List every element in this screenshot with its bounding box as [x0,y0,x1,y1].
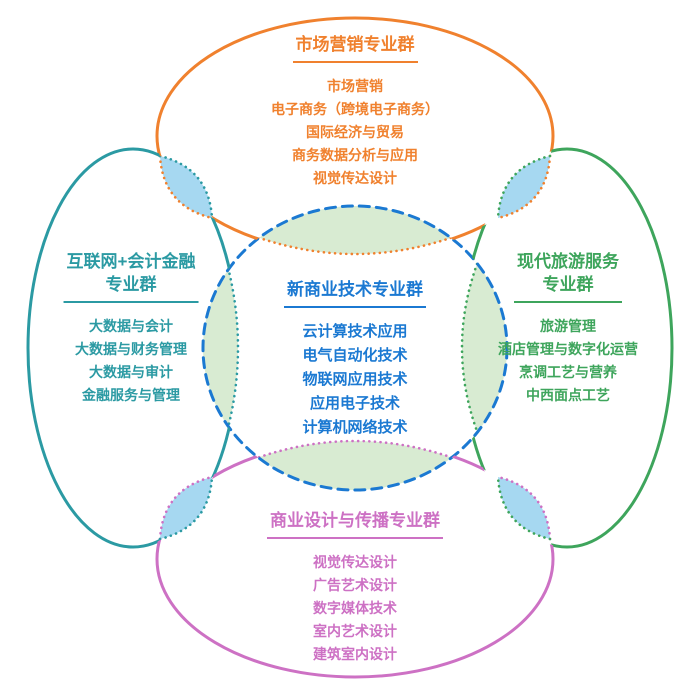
group-item: 计算机网络技术 [302,419,408,436]
design-ellipse [155,439,555,679]
overlap-lens-top-left [158,154,214,220]
lens-fill [160,477,212,539]
group-item: 建筑室内设计 [313,646,397,662]
group-item: 国际经济与贸易 [306,124,404,140]
group-item: 电气自动化技术 [302,347,408,364]
group-marketing-title: 市场营销专业群 [292,33,418,63]
center-white-region [212,218,498,477]
group-business-tech: 新商业技术专业群 云计算技术应用 电气自动化技术 物联网应用技术 应用电子技术 … [284,278,426,440]
lens-arc-teal [158,475,214,541]
group-tourism: 现代旅游服务 专业群 旅游管理 酒店管理与数字化运营 烹调工艺与营养 中西面点工… [498,250,638,407]
lens-fill [498,156,550,218]
group-item: 电子商务（跨境电子商务） [271,101,439,117]
marketing-ellipse [155,16,555,256]
lens-fill [498,477,550,539]
group-item: 云计算技术应用 [302,323,408,340]
lens-fill [160,156,212,218]
group-design-title: 商业设计与传播专业群 [267,509,443,539]
group-item: 烹调工艺与营养 [519,364,617,380]
group-item: 视觉传达设计 [313,170,397,186]
group-marketing: 市场营销专业群 市场营销 电子商务（跨境电子商务） 国际经济与贸易 商务数据分析… [271,33,439,190]
group-design: 商业设计与传播专业群 视觉传达设计 广告艺术设计 数字媒体技术 室内艺术设计 建… [267,509,443,666]
overlap-lens-bottom-left [158,475,214,541]
finance-ellipse [26,147,240,549]
tourism-ellipse [460,147,674,549]
group-item: 市场营销 [327,78,383,94]
group-business-tech-title: 新商业技术专业群 [284,278,426,308]
group-item: 室内艺术设计 [313,623,397,639]
center-ellipse-border [201,204,509,492]
group-item: 酒店管理与数字化运营 [498,341,638,357]
group-item: 大数据与会计 [89,318,173,334]
group-item: 物联网应用技术 [302,371,408,388]
group-finance: 互联网+会计金融 专业群 大数据与会计 大数据与财务管理 大数据与审计 金融服务… [63,250,199,407]
group-item: 金融服务与管理 [82,387,180,403]
group-tourism-title: 现代旅游服务 专业群 [514,250,622,303]
lens-arc-teal [158,154,214,220]
group-item: 中西面点工艺 [526,387,610,403]
group-item: 视觉传达设计 [313,554,397,570]
group-item: 应用电子技术 [309,395,400,412]
lens-arc-pink [496,475,552,541]
group-item: 旅游管理 [540,318,596,334]
lens-arc-pink [158,475,214,541]
group-finance-title: 互联网+会计金融 专业群 [63,250,199,303]
group-item: 商务数据分析与应用 [292,147,418,163]
lens-arc-orange [158,154,214,220]
lens-arc-orange [496,154,552,220]
group-item: 大数据与审计 [89,364,173,380]
group-item: 数字媒体技术 [313,600,397,616]
group-item: 广告艺术设计 [313,577,397,593]
group-item: 大数据与财务管理 [75,341,187,357]
